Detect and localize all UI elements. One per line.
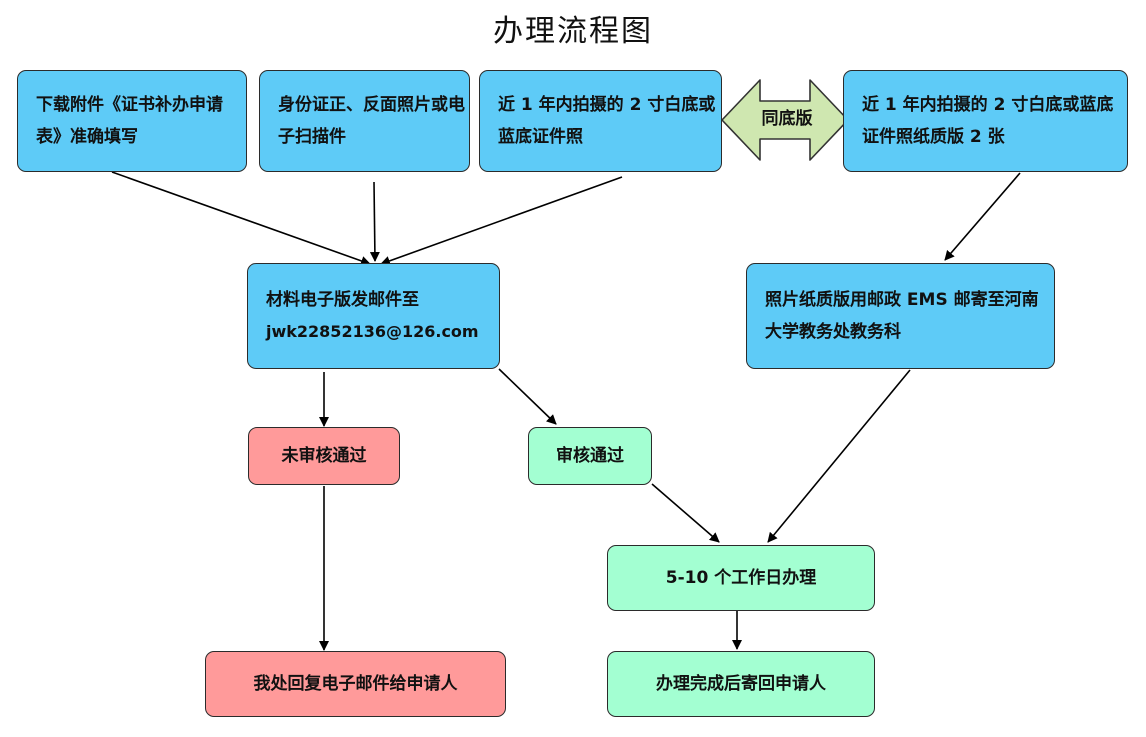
- email-materials-line1: 材料电子版发邮件至: [266, 290, 419, 310]
- processing-text: 5-10 个工作日办理: [665, 568, 817, 588]
- download-form-box: 下载附件《证书补办申请表》准确填写: [17, 70, 247, 172]
- arrow-email-to-approved: [498, 368, 557, 425]
- approved-box: 审核通过: [528, 427, 652, 485]
- photo-digital-box: 近 1 年内拍摄的 2 寸白底或蓝底证件照: [479, 70, 722, 172]
- id-card-text: 身份证正、反面照片或电子扫描件: [278, 95, 465, 147]
- arrow-mail-to-processing: [767, 369, 911, 543]
- approved-text: 审核通过: [556, 446, 624, 466]
- email-address: jwk22852136@126.com: [266, 322, 479, 341]
- arrow-paper-to-mail: [944, 172, 1021, 261]
- mail-paper-box: 照片纸质版用邮政 EMS 邮寄至河南大学教务处教务科: [746, 263, 1055, 369]
- page-title: 办理流程图: [493, 14, 653, 49]
- reply-email-text: 我处回复电子邮件给申请人: [253, 674, 458, 694]
- arrow-photo-to-email: [380, 176, 623, 266]
- not-approved-box: 未审核通过: [248, 427, 400, 485]
- mail-paper-text: 照片纸质版用邮政 EMS 邮寄至河南大学教务处教务科: [765, 290, 1039, 342]
- email-materials-box: 材料电子版发邮件至 jwk22852136@126.com: [247, 263, 500, 369]
- download-form-text: 下载附件《证书补办申请表》准确填写: [36, 95, 223, 147]
- arrow-idcard-to-email: [369, 181, 380, 262]
- same-version-label: 同底版: [761, 109, 813, 129]
- arrow-approved-to-processing: [651, 483, 720, 543]
- send-back-text: 办理完成后寄回申请人: [656, 674, 826, 694]
- id-card-box: 身份证正、反面照片或电子扫描件: [259, 70, 470, 172]
- reply-email-box: 我处回复电子邮件给申请人: [205, 651, 506, 717]
- photo-digital-text: 近 1 年内拍摄的 2 寸白底或蓝底证件照: [498, 95, 716, 147]
- processing-box: 5-10 个工作日办理: [607, 545, 875, 611]
- photo-paper-box: 近 1 年内拍摄的 2 寸白底或蓝底证件照纸质版 2 张: [843, 70, 1128, 172]
- not-approved-text: 未审核通过: [281, 446, 367, 466]
- arrow-download-to-email: [111, 171, 371, 266]
- send-back-box: 办理完成后寄回申请人: [607, 651, 875, 717]
- photo-paper-text: 近 1 年内拍摄的 2 寸白底或蓝底证件照纸质版 2 张: [862, 95, 1114, 147]
